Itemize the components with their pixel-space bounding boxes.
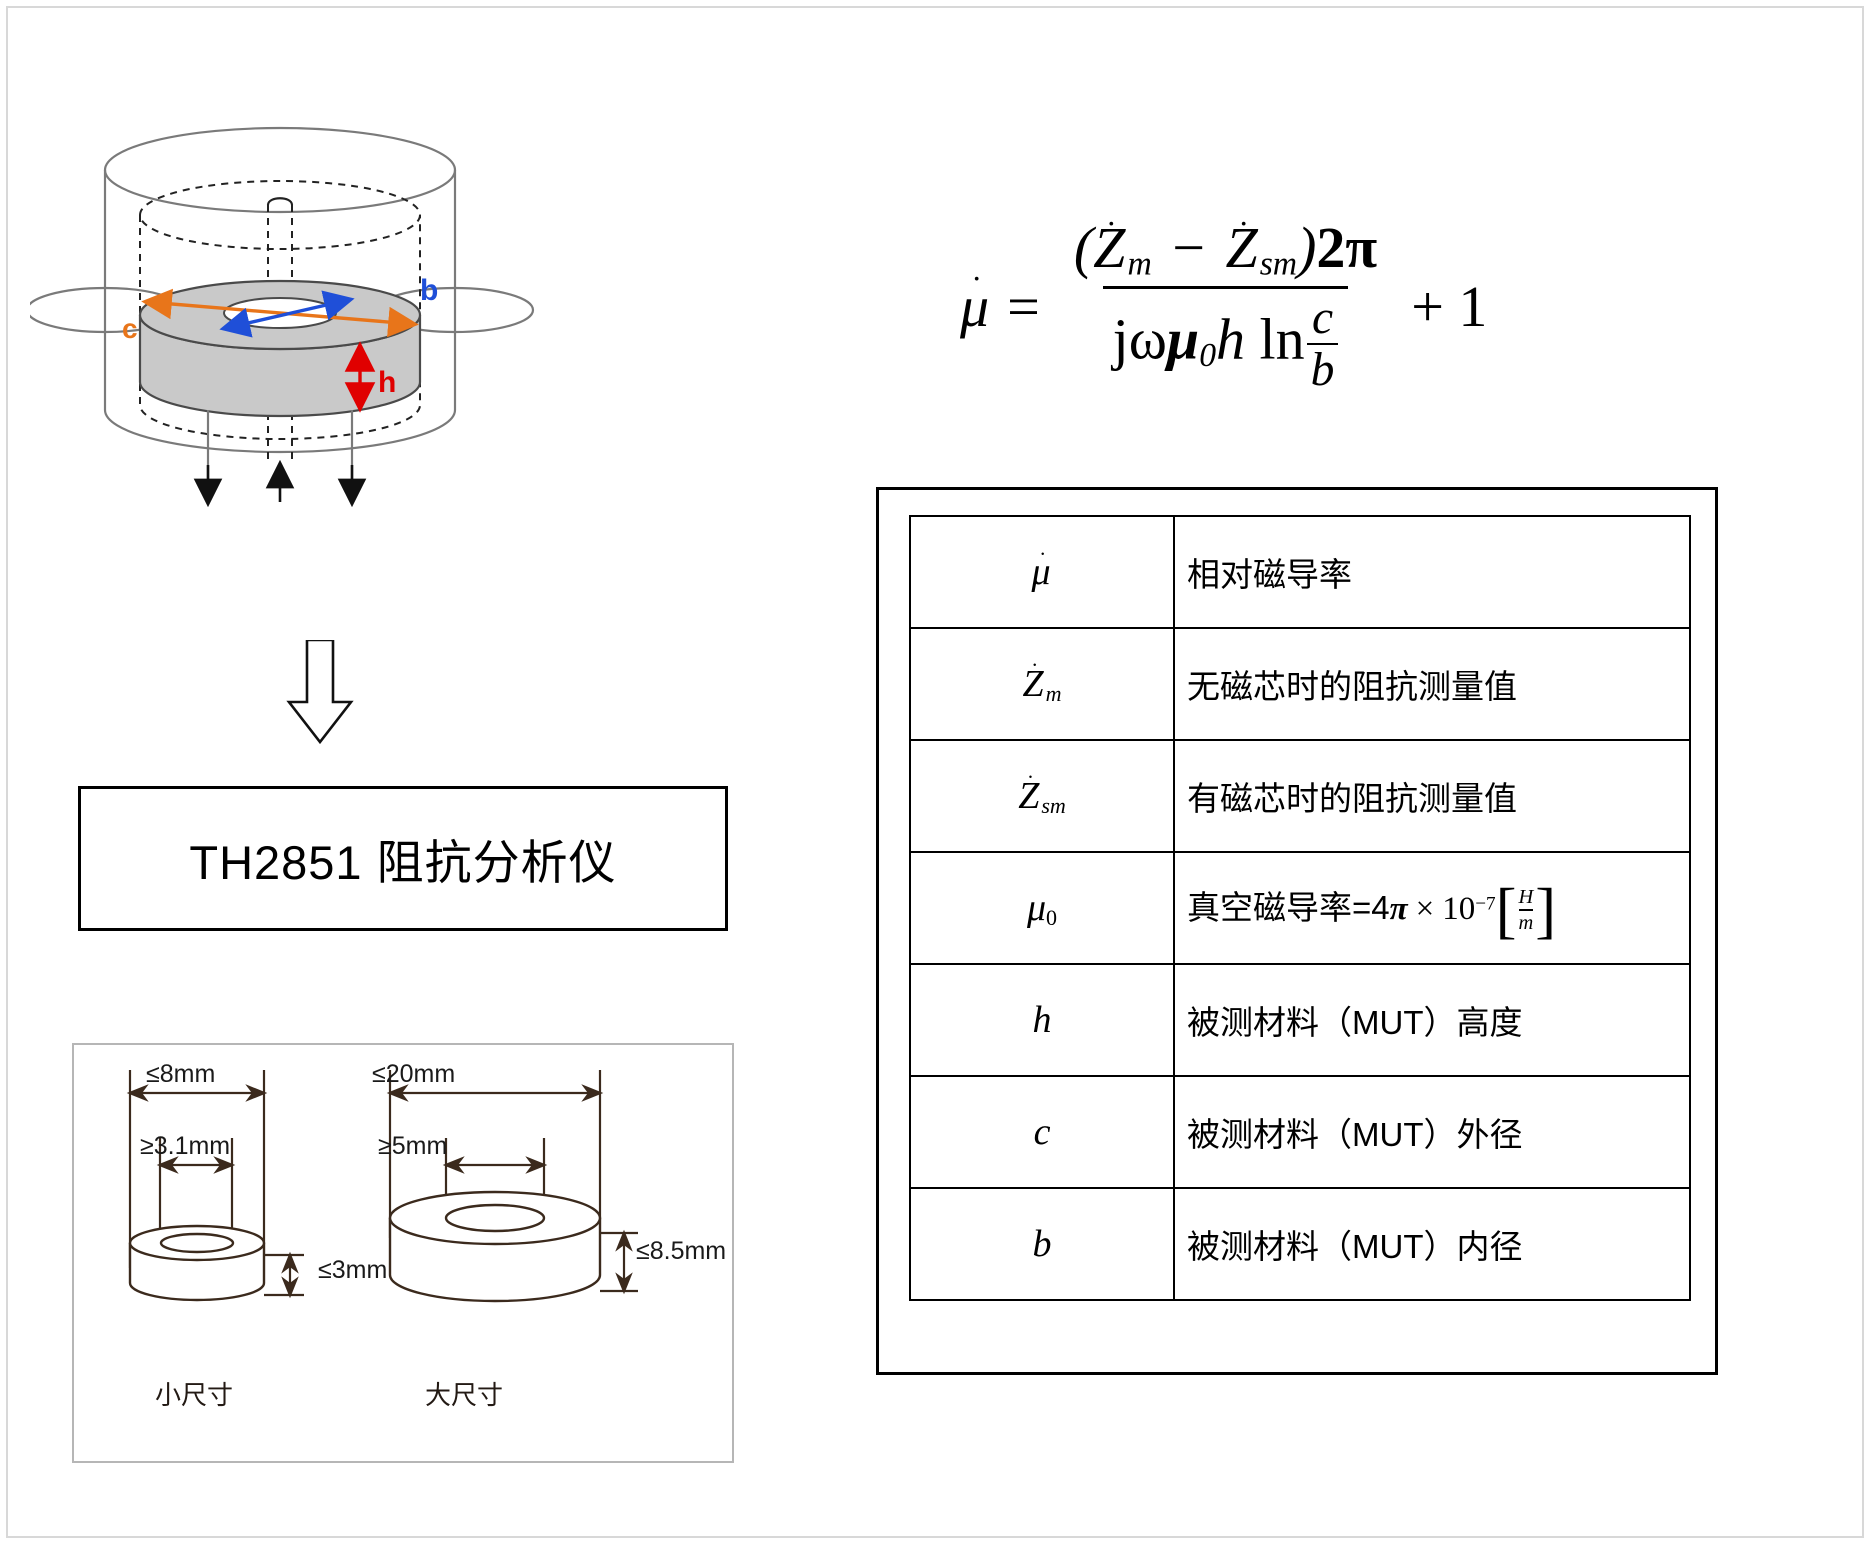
desc-cell-zsm: 有磁芯时的阻抗测量值: [1173, 739, 1691, 853]
desc-cell-b: 被测材料（MUT）内径: [1173, 1187, 1691, 1301]
slide-border: [6, 6, 1864, 1538]
outer-cylinder-body: [103, 170, 457, 454]
mu0-exponent: −7: [1475, 893, 1496, 915]
large-toroid-hole: [444, 1203, 546, 1233]
dot-accent-icon: ·: [1026, 765, 1034, 790]
instrument-label: TH2851 阻抗分析仪: [189, 836, 617, 889]
symbol-cell-h: h: [909, 963, 1175, 1077]
flow-arrow-down: [285, 638, 355, 745]
mu0-unit-denominator: m: [1518, 908, 1534, 933]
large-height-label: ≤8.5mm: [636, 1237, 727, 1265]
formula-equals: =: [1007, 273, 1040, 339]
table-row: ·Zm 无磁芯时的阻抗测量值: [909, 627, 1691, 741]
symbol-definitions-table: ·μ 相对磁导率 ·Zm 无磁芯时的阻抗测量值 ·Zsm 有磁芯时的阻抗测量值: [909, 515, 1691, 1301]
symbol-cell-mu: ·μ: [909, 515, 1175, 629]
dot-accent-icon: ·: [1031, 653, 1039, 678]
symbol-cell-mu0: μ0: [909, 851, 1175, 965]
left-bracket-icon: [: [1495, 875, 1517, 946]
symbol-cell-c: c: [909, 1075, 1175, 1189]
desc-cell-c: 被测材料（MUT）外径: [1173, 1075, 1691, 1189]
dot-accent-icon: ·: [1238, 206, 1249, 242]
mu0-pi: π: [1389, 890, 1408, 927]
table-row: ·μ 相对磁导率: [909, 515, 1691, 629]
mu0-base: 10: [1442, 890, 1476, 927]
desc-cell-h: 被测材料（MUT）高度: [1173, 963, 1691, 1077]
dot-accent-icon: ·: [971, 261, 982, 297]
small-inner-diameter-label: ≥3.1mm: [140, 1132, 231, 1160]
test-fixture-diagram: b c h: [25, 110, 650, 670]
small-outer-diameter-label: ≤8mm: [146, 1060, 216, 1088]
formula-numerator: (·Zm − ·Zsm)2π: [1073, 206, 1378, 283]
symbol-definitions-frame: ·μ 相对磁导率 ·Zm 无磁芯时的阻抗测量值 ·Zsm 有磁芯时的阻抗测量值: [876, 487, 1718, 1375]
sample-size-drawings: [126, 1070, 638, 1303]
fixture-svg: b c h: [25, 126, 535, 508]
table-row: b 被测材料（MUT）内径: [909, 1187, 1691, 1301]
table-row: h 被测材料（MUT）高度: [909, 963, 1691, 1077]
desc-cell-mu: 相对磁导率: [1173, 515, 1691, 629]
large-inner-diameter-label: ≥5mm: [378, 1132, 448, 1160]
label-h: h: [378, 366, 396, 399]
arrow-outline: [286, 638, 354, 745]
table-row: c 被测材料（MUT）外径: [909, 1075, 1691, 1189]
small-toroid-hole: [159, 1232, 235, 1254]
inner-cylinder-top: [139, 180, 421, 250]
table-row: ·Zsm 有磁芯时的阻抗测量值: [909, 739, 1691, 853]
small-size-caption: 小尺寸: [155, 1380, 234, 1410]
inner-cylinder-body: [139, 215, 421, 440]
large-size-caption: 大尺寸: [425, 1380, 504, 1410]
mu0-times: ×: [1415, 890, 1435, 927]
dimension-arrow-b: [219, 290, 355, 338]
label-c: c: [122, 313, 138, 344]
right-bracket-icon: ]: [1535, 875, 1557, 946]
mu0-desc-prefix: 真空磁导率=4: [1187, 888, 1390, 926]
small-height-label: ≤3mm: [318, 1256, 388, 1284]
symbol-cell-zsm: ·Zsm: [909, 739, 1175, 853]
desc-cell-zm: 无磁芯时的阻抗测量值: [1173, 627, 1691, 741]
symbol-cell-zm: ·Zm: [909, 627, 1175, 741]
instrument-box: TH2851 阻抗分析仪: [78, 786, 728, 931]
dot-accent-icon: ·: [1106, 206, 1117, 242]
dot-accent-icon: ·: [1039, 541, 1047, 566]
large-outer-diameter-label: ≤20mm: [372, 1060, 456, 1088]
symbol-cell-b: b: [909, 1187, 1175, 1301]
formula-plus-one: + 1: [1411, 273, 1488, 339]
conductor-top-bridge: [266, 197, 294, 206]
formula-mu-lhs: ·μ: [960, 261, 990, 339]
mu0-unit-numerator: H: [1518, 886, 1534, 909]
label-b: b: [420, 274, 438, 307]
